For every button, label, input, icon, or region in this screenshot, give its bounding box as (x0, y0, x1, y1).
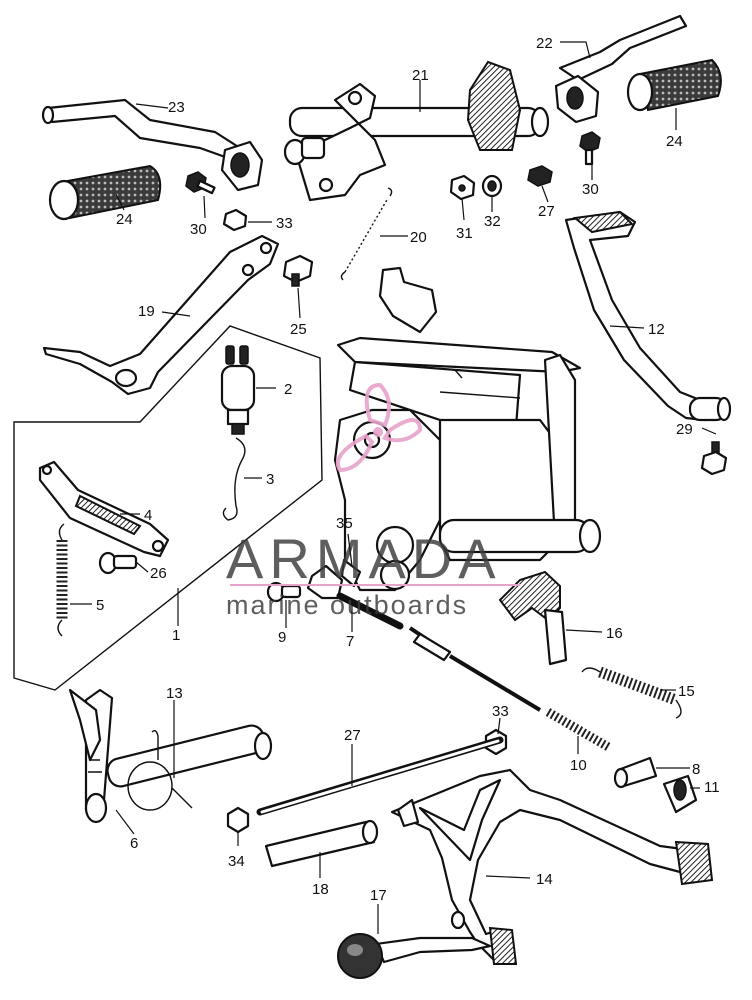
bracket-16 (498, 570, 568, 666)
callout-19: 19 (138, 303, 155, 320)
stand-rod-27-inner (260, 739, 500, 814)
callout-1: 1 (172, 627, 180, 644)
watermark-subtitle: marine outboards (226, 590, 468, 620)
callout-20: 20 (410, 229, 427, 246)
callouts: 22 21 23 24 30 27 31 32 30 33 24 20 19 2… (96, 35, 720, 904)
callout-27: 27 (344, 727, 361, 744)
callout-23: 23 (168, 99, 185, 116)
callout-30-right: 30 (582, 181, 599, 198)
spring-clip-3 (222, 437, 246, 521)
callout-21: 21 (412, 67, 429, 84)
callout-4: 4 (144, 507, 152, 524)
callout-16: 16 (606, 625, 623, 642)
callout-5: 5 (96, 597, 104, 614)
bolt-28 (527, 165, 553, 187)
callout-24-left: 24 (116, 211, 133, 228)
spring-5 (56, 523, 68, 637)
callout-11: 11 (704, 779, 720, 796)
adjusting-nut-11 (662, 774, 698, 814)
watermark-title: ARMADA (226, 527, 502, 590)
callout-9: 9 (278, 629, 286, 646)
bolt-30-left (185, 171, 216, 195)
callout-30-left: 30 (190, 221, 207, 238)
spring-20 (340, 187, 393, 281)
kit-outline (13, 325, 323, 691)
nut-31 (449, 174, 476, 201)
spring-15 (581, 666, 682, 719)
brake-rod-plate-4 (38, 460, 170, 558)
watermark-logo-icon (335, 382, 423, 473)
callout-8: 8 (692, 761, 700, 778)
rubber-grip-24-right (626, 58, 722, 112)
callout-17: 17 (370, 887, 387, 904)
callout-34: 32 (484, 213, 501, 230)
bolt-25 (282, 254, 314, 287)
callout-29: 29 (676, 421, 693, 438)
nut-32 (222, 208, 248, 232)
washer-34 (481, 174, 503, 198)
callout-18: 18 (312, 881, 329, 898)
callout-3: 3 (266, 471, 274, 488)
main-stand-14 (390, 768, 714, 965)
callout-26: 26 (150, 565, 167, 582)
brake-pedal-12 (564, 210, 732, 422)
callout-31: 31 (456, 225, 473, 242)
callout-24-right: 24 (666, 133, 683, 150)
bolt-30-right (579, 131, 601, 166)
lever-19 (42, 234, 280, 396)
callout-13: 13 (166, 685, 183, 702)
footrest-shaft-21 (283, 60, 550, 202)
bolt-29 (700, 441, 728, 476)
callout-14: 14 (536, 871, 553, 888)
rubber-grip-24-left (48, 164, 162, 221)
callout-33-right: 33 (492, 703, 509, 720)
watermark: ARMADA marine outboards (226, 382, 520, 620)
callout-35: 35 (336, 515, 353, 532)
callout-12: 12 (648, 321, 665, 338)
callout-7: 7 (346, 633, 354, 650)
footrest-bar-22 (554, 14, 688, 124)
stop-switch-2 (220, 345, 256, 435)
brake-rod-7 (336, 592, 542, 712)
collar-8 (613, 756, 658, 789)
callout-28: 27 (538, 203, 555, 220)
return-spring-13 (127, 729, 193, 811)
collar-pipe-18 (264, 819, 379, 868)
callout-6: 6 (130, 835, 138, 852)
nut-33-left (226, 806, 250, 834)
brake-shaft-6 (68, 688, 273, 824)
callout-32: 33 (276, 215, 293, 232)
spring-10 (545, 708, 613, 752)
footrest-bar-23 (41, 98, 264, 192)
bolt-26 (98, 551, 138, 575)
callout-22: 22 (536, 35, 553, 52)
callout-10: 10 (570, 757, 587, 774)
main-frame (333, 266, 602, 592)
callout-25: 25 (290, 321, 307, 338)
callout-33-left: 34 (228, 853, 245, 870)
stand-arm-17 (337, 933, 492, 979)
leader-lines (70, 41, 717, 934)
callout-2: 2 (284, 381, 292, 398)
callout-15: 15 (678, 683, 695, 700)
